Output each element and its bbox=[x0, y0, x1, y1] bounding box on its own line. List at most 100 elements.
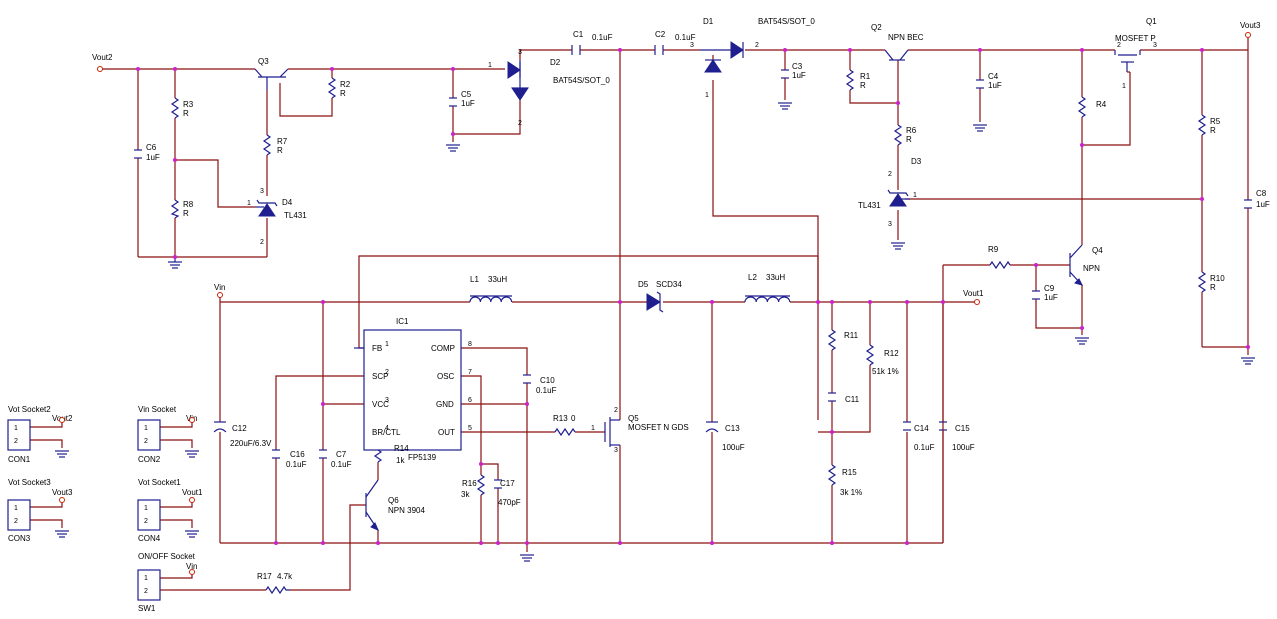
svg-text:3: 3 bbox=[888, 221, 892, 228]
ic1-pin7-num: 7 bbox=[468, 369, 472, 376]
vin-terminal bbox=[217, 292, 223, 298]
ic1-pin-scp: SCP bbox=[372, 372, 388, 381]
q4-value: NPN bbox=[1083, 264, 1100, 273]
svg-text:3: 3 bbox=[614, 447, 618, 454]
r15-value: 3k 1% bbox=[840, 488, 862, 497]
ic1-pin-brctl: BR/CTL bbox=[372, 428, 401, 437]
q5-value: MOSFET N GDS bbox=[628, 423, 689, 432]
c10-ref: C10 bbox=[540, 376, 555, 385]
junction-dots bbox=[136, 48, 1250, 545]
connectors: 1 2 Vot Socket2 CON1 Vout2 1 2 Vin Socke… bbox=[7, 405, 203, 613]
component-labels: C1 0.1uF C2 0.1uF C3 1uF C4 1uF C5 1uF C… bbox=[146, 17, 1270, 581]
con3-body bbox=[7, 499, 31, 531]
c9-ref: C9 bbox=[1044, 284, 1055, 293]
l2-ref: L2 bbox=[748, 273, 757, 282]
c14-ref: C14 bbox=[914, 424, 929, 433]
sw1-title: ON/OFF Socket bbox=[138, 552, 196, 561]
r14-value: 1k bbox=[396, 456, 405, 465]
con1-pin2: 2 bbox=[14, 438, 18, 445]
r14-ref: R14 bbox=[394, 444, 409, 453]
c4-ref: C4 bbox=[988, 72, 999, 81]
c12-ref: C12 bbox=[232, 424, 247, 433]
c7-ref: C7 bbox=[336, 450, 347, 459]
svg-text:1: 1 bbox=[913, 192, 917, 199]
q6-value: NPN 3904 bbox=[388, 506, 425, 515]
c13-ref: C13 bbox=[725, 424, 740, 433]
con2-ref: CON2 bbox=[138, 455, 161, 464]
r1-ref: R1 bbox=[860, 72, 871, 81]
c9-value: 1uF bbox=[1044, 293, 1058, 302]
c3-ref: C3 bbox=[792, 62, 803, 71]
c17-value: 470pF bbox=[498, 498, 521, 507]
r16-ref: R16 bbox=[462, 479, 477, 488]
ic1-pin3-num: 3 bbox=[385, 397, 389, 404]
wires bbox=[30, 49, 1249, 591]
r3-ref: R3 bbox=[183, 100, 194, 109]
r6-ref: R6 bbox=[906, 126, 917, 135]
vout1-terminal bbox=[974, 299, 980, 305]
con3-pin1: 1 bbox=[14, 505, 18, 512]
svg-text:2: 2 bbox=[755, 42, 759, 49]
ic1-ref: IC1 bbox=[396, 317, 409, 326]
resistors bbox=[170, 69, 1207, 595]
con2-body bbox=[137, 419, 161, 451]
r10-value: R bbox=[1210, 283, 1216, 292]
con3-pin2: 2 bbox=[14, 518, 18, 525]
r13-ref: R13 bbox=[553, 414, 568, 423]
inductors bbox=[469, 295, 791, 303]
vout2-terminal bbox=[97, 66, 103, 72]
d1-value: BAT54S/SOT_0 bbox=[758, 17, 815, 26]
svg-text:3: 3 bbox=[690, 42, 694, 49]
sw1-body bbox=[137, 569, 161, 601]
svg-text:1: 1 bbox=[1122, 83, 1126, 90]
r12-value: 51k 1% bbox=[872, 367, 899, 376]
ground-symbols bbox=[55, 102, 1255, 562]
d3-value: TL431 bbox=[858, 201, 881, 210]
ic1-pin-out: OUT bbox=[438, 428, 455, 437]
con4-body bbox=[137, 499, 161, 531]
vout3-terminal bbox=[1245, 32, 1251, 38]
d5-value: SCD34 bbox=[656, 280, 682, 289]
con1-body bbox=[7, 419, 31, 451]
capacitors bbox=[134, 45, 1252, 543]
q1-value: MOSFET P bbox=[1115, 34, 1156, 43]
c4-value: 1uF bbox=[988, 81, 1002, 90]
con1-ref: CON1 bbox=[8, 455, 31, 464]
r10-ref: R10 bbox=[1210, 274, 1225, 283]
vout1-label: Vout1 bbox=[963, 289, 984, 298]
sw1-pin1: 1 bbox=[144, 575, 148, 582]
diodes bbox=[255, 41, 910, 313]
svg-text:2: 2 bbox=[614, 407, 618, 414]
r5-value: R bbox=[1210, 126, 1216, 135]
ic1-fp5139: IC1 FP5139 FB SCP VCC BR/CTL COMP OSC GN… bbox=[354, 317, 472, 462]
l1-value: 33uH bbox=[488, 275, 507, 284]
svg-text:1: 1 bbox=[705, 92, 709, 99]
c6-value: 1uF bbox=[146, 153, 160, 162]
con1-pin1: 1 bbox=[14, 425, 18, 432]
r13-value: 0 bbox=[571, 414, 576, 423]
c7-value: 0.1uF bbox=[331, 460, 352, 469]
l1-ref: L1 bbox=[470, 275, 479, 284]
r17-value: 4.7k bbox=[277, 572, 293, 581]
c6-ref: C6 bbox=[146, 143, 157, 152]
c17-ref: C17 bbox=[500, 479, 515, 488]
r8-value: R bbox=[183, 209, 189, 218]
ic1-pin2-num: 2 bbox=[385, 369, 389, 376]
transistors bbox=[254, 49, 1141, 531]
con3-ref: CON3 bbox=[8, 534, 31, 543]
c12-value: 220uF/6.3V bbox=[230, 439, 272, 448]
ic1-pin5-num: 5 bbox=[468, 425, 472, 432]
r9-ref: R9 bbox=[988, 245, 999, 254]
r4-ref: R4 bbox=[1096, 100, 1107, 109]
d4-ref: D4 bbox=[282, 198, 293, 207]
r5-ref: R5 bbox=[1210, 117, 1221, 126]
sw1-pin2: 2 bbox=[144, 588, 148, 595]
svg-text:3: 3 bbox=[260, 188, 264, 195]
c13-value: 100uF bbox=[722, 443, 745, 452]
svg-text:2: 2 bbox=[518, 120, 522, 127]
q6-ref: Q6 bbox=[388, 496, 399, 505]
con3-net: Vout3 bbox=[52, 488, 73, 497]
r2-ref: R2 bbox=[340, 80, 351, 89]
ic1-pin6-num: 6 bbox=[468, 397, 472, 404]
